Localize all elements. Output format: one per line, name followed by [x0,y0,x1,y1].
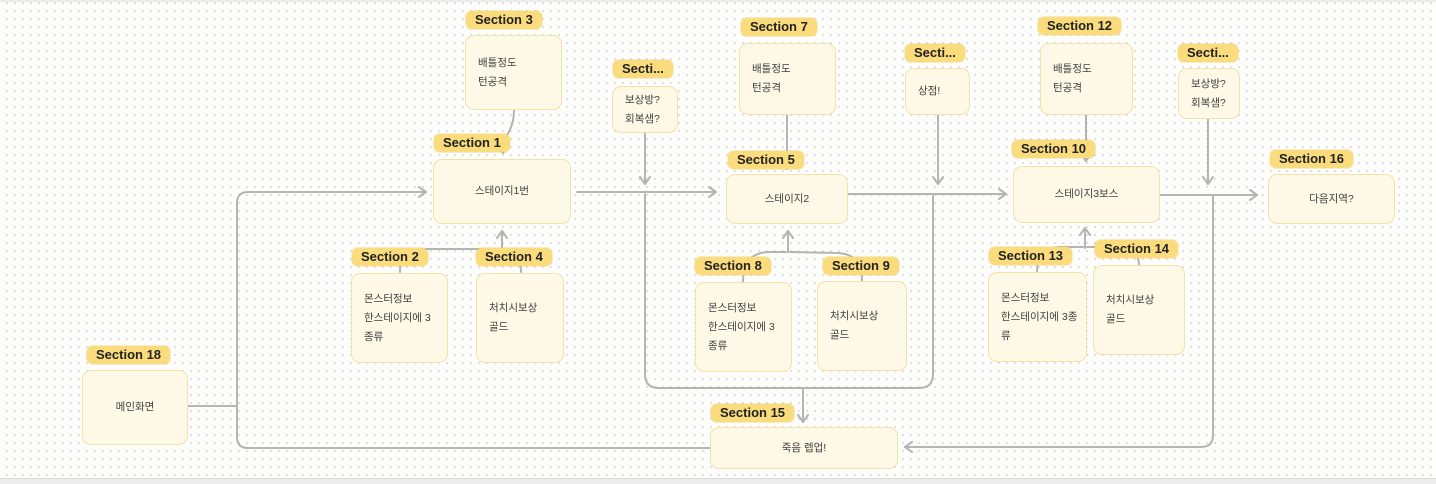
badge-section-13[interactable]: Section 13 [989,247,1073,265]
badge-section-reward-2[interactable]: Secti... [1178,44,1238,62]
badge-section-1[interactable]: Section 1 [434,134,510,152]
note-section-2[interactable]: 몬스터정보 한스테이지에 3종류 [351,273,448,363]
badge-section-4[interactable]: Section 4 [476,248,552,266]
note-section-7[interactable]: 배틀정도 턴공격 [739,43,836,115]
note-section-16[interactable]: 다음지역? [1268,174,1395,224]
note-section-8[interactable]: 몬스터정보 한스테이지에 3종류 [695,282,792,372]
note-section-5[interactable]: 스테이지2 [726,174,848,224]
badge-section-15[interactable]: Section 15 [711,404,795,422]
note-section-reward-1[interactable]: 보상방?회복샘? [612,86,678,133]
note-section-12[interactable]: 배틀정도 턴공격 [1040,43,1133,115]
note-section-shop[interactable]: 상점! [905,68,970,115]
badge-section-3[interactable]: Section 3 [466,11,542,29]
note-section-4[interactable]: 처치시보상 골드 [476,273,564,363]
note-section-18[interactable]: 메인화면 [82,370,188,445]
badge-section-16[interactable]: Section 16 [1270,150,1354,168]
badge-section-7[interactable]: Section 7 [741,18,817,36]
badge-section-8[interactable]: Section 8 [695,257,771,275]
note-section-reward-2[interactable]: 보상방?회복샘? [1178,68,1240,119]
note-section-1[interactable]: 스테이지1번 [433,159,571,224]
note-section-10[interactable]: 스테이지3보스 [1013,166,1160,223]
note-section-15[interactable]: 죽음 렙업! [710,427,898,469]
badge-section-10[interactable]: Section 10 [1012,140,1096,158]
connector-death-right[interactable] [804,195,934,389]
badge-section-9[interactable]: Section 9 [823,257,899,275]
note-section-14[interactable]: 처치시보상 골드 [1093,265,1185,355]
badge-section-reward-1[interactable]: Secti... [613,60,673,78]
badge-section-2[interactable]: Section 2 [352,248,428,266]
connector-loop-to-stage1[interactable] [236,186,711,449]
connector-death-left[interactable] [644,193,804,389]
note-section-3[interactable]: 배틀정도 턴공격 [465,35,562,110]
connector-right-loop-to-death[interactable] [904,194,1214,453]
note-section-13[interactable]: 몬스터정보 한스테이지에 3종류 [988,272,1087,362]
badge-section-5[interactable]: Section 5 [728,151,804,169]
badge-section-18[interactable]: Section 18 [87,346,171,364]
badge-section-shop[interactable]: Secti... [905,44,965,62]
note-section-9[interactable]: 처치시보상 골드 [817,281,907,371]
badge-section-14[interactable]: Section 14 [1095,240,1179,258]
badge-section-12[interactable]: Section 12 [1038,17,1122,35]
